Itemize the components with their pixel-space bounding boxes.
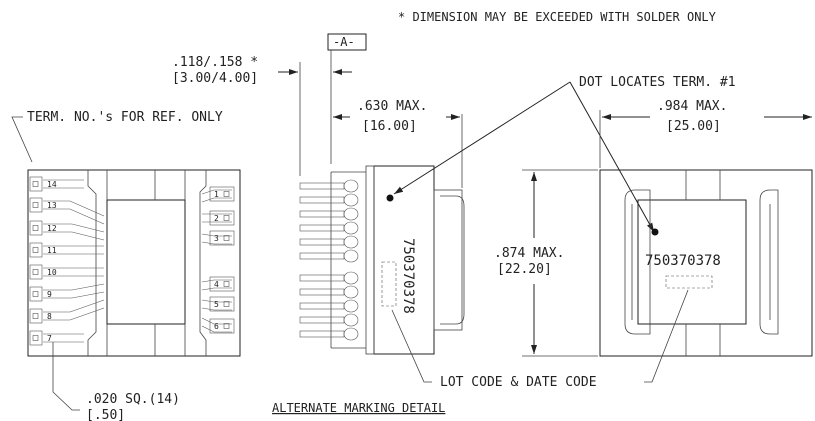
terminal-number: 7 [47, 334, 52, 343]
terminal-wrap [343, 193, 359, 207]
pad-square [223, 235, 230, 241]
side-terminals [299, 179, 359, 341]
side-terminal [299, 274, 345, 282]
terminal-number: 1 [214, 190, 219, 199]
terminal-number: 10 [47, 268, 57, 277]
terminal-number: 8 [47, 312, 52, 321]
terminal-wrap [343, 179, 359, 193]
terminal-pad [29, 242, 43, 258]
terminal-wrap [343, 299, 359, 313]
pad-size-mm: [.50] [86, 408, 125, 421]
terminal-number: 12 [47, 224, 57, 233]
side-terminal [299, 238, 345, 246]
side-terminal [299, 224, 345, 232]
term-ref-note: TERM. NO.'s FOR REF. ONLY [27, 110, 223, 125]
terminal-pad [29, 220, 43, 236]
terminal-pad [29, 308, 43, 324]
terminal-pad [209, 210, 235, 226]
terminal-number: 14 [47, 180, 57, 189]
side-terminal [299, 330, 345, 338]
lot-code-note: LOT CODE & DATE CODE [440, 375, 597, 390]
pad-square [223, 301, 230, 307]
datum-box [327, 33, 367, 51]
terminal-wrap [343, 235, 359, 249]
solder-note: * DIMENSION MAY BE EXCEEDED WITH SOLDER … [398, 10, 717, 24]
terminal-wrap [343, 207, 359, 221]
part-number-side: 750370378 [400, 238, 416, 314]
height-mm: [16.00] [362, 119, 417, 134]
terminal-pad [209, 230, 235, 246]
pad-square [223, 191, 230, 197]
pad-square [32, 269, 39, 275]
pad-size-in: .020 SQ.(14) [86, 392, 180, 407]
term1-dot-top [651, 228, 659, 236]
top-view-core [637, 199, 747, 325]
standoff-mm: [3.00/4.00] [172, 71, 258, 86]
terminal-number: 2 [214, 214, 219, 223]
left-terminal-pads: 14 13 12 11 10 9 8 7 [29, 176, 57, 346]
terminal-wrap [343, 285, 359, 299]
bottom-view [27, 169, 241, 357]
pad-square [32, 225, 39, 231]
terminal-wrap [343, 271, 359, 285]
width-in: .984 MAX. [657, 99, 727, 114]
side-terminal [299, 196, 345, 204]
terminal-wrap [343, 221, 359, 235]
width-mm: [25.00] [666, 119, 721, 134]
terminal-pad [29, 197, 43, 213]
side-terminal [299, 252, 345, 260]
datum-label: -A- [333, 35, 355, 49]
pad-square [223, 323, 230, 329]
pad-square [32, 313, 39, 319]
terminal-pad [209, 296, 235, 312]
terminal-pad [29, 176, 43, 192]
terminal-pad [209, 276, 235, 292]
depth-in: .874 MAX. [494, 246, 564, 261]
alt-lot-code-box-side [381, 261, 397, 307]
pad-square [32, 335, 39, 341]
terminal-pad [29, 330, 43, 346]
right-terminal-pads: 1 2 3 4 5 6 [209, 186, 235, 334]
side-terminal [299, 288, 345, 296]
pad-square [32, 247, 39, 253]
side-terminal [299, 302, 345, 310]
terminal-wrap [343, 327, 359, 341]
side-terminal [299, 316, 345, 324]
terminal-pad [209, 186, 235, 202]
top-view [599, 169, 813, 357]
terminal-pad [29, 264, 43, 280]
terminal-pad [209, 318, 235, 334]
bottom-view-core-window [106, 199, 186, 325]
terminal-number: 9 [47, 290, 52, 299]
pad-square [32, 181, 39, 187]
side-view [330, 165, 465, 355]
bottom-view-outline [27, 169, 241, 357]
terminal-number: 4 [214, 280, 219, 289]
pad-square [223, 215, 230, 221]
top-view-outline [599, 169, 813, 357]
terminal-wrap [343, 313, 359, 327]
terminal-number: 13 [47, 201, 57, 210]
term1-dot-side [386, 194, 394, 202]
terminal-number: 11 [47, 246, 57, 255]
depth-mm: [22.20] [497, 262, 552, 277]
standoff-in: .118/.158 * [172, 55, 258, 70]
alt-marking-label: ALTERNATE MARKING DETAIL [272, 401, 445, 415]
terminal-pad [29, 286, 43, 302]
terminal-number: 6 [214, 322, 219, 331]
part-number-top: 750370378 [645, 253, 721, 269]
height-in: .630 MAX. [357, 99, 427, 114]
side-terminal [299, 210, 345, 218]
pad-square [223, 281, 230, 287]
alt-lot-code-box-top [665, 275, 713, 289]
pad-square [32, 291, 39, 297]
terminal-number: 5 [214, 300, 219, 309]
terminal-number: 3 [214, 234, 219, 243]
pad-square [32, 202, 39, 208]
side-terminal [299, 182, 345, 190]
terminal-wrap [343, 249, 359, 263]
dot-note: DOT LOCATES TERM. #1 [579, 75, 736, 90]
